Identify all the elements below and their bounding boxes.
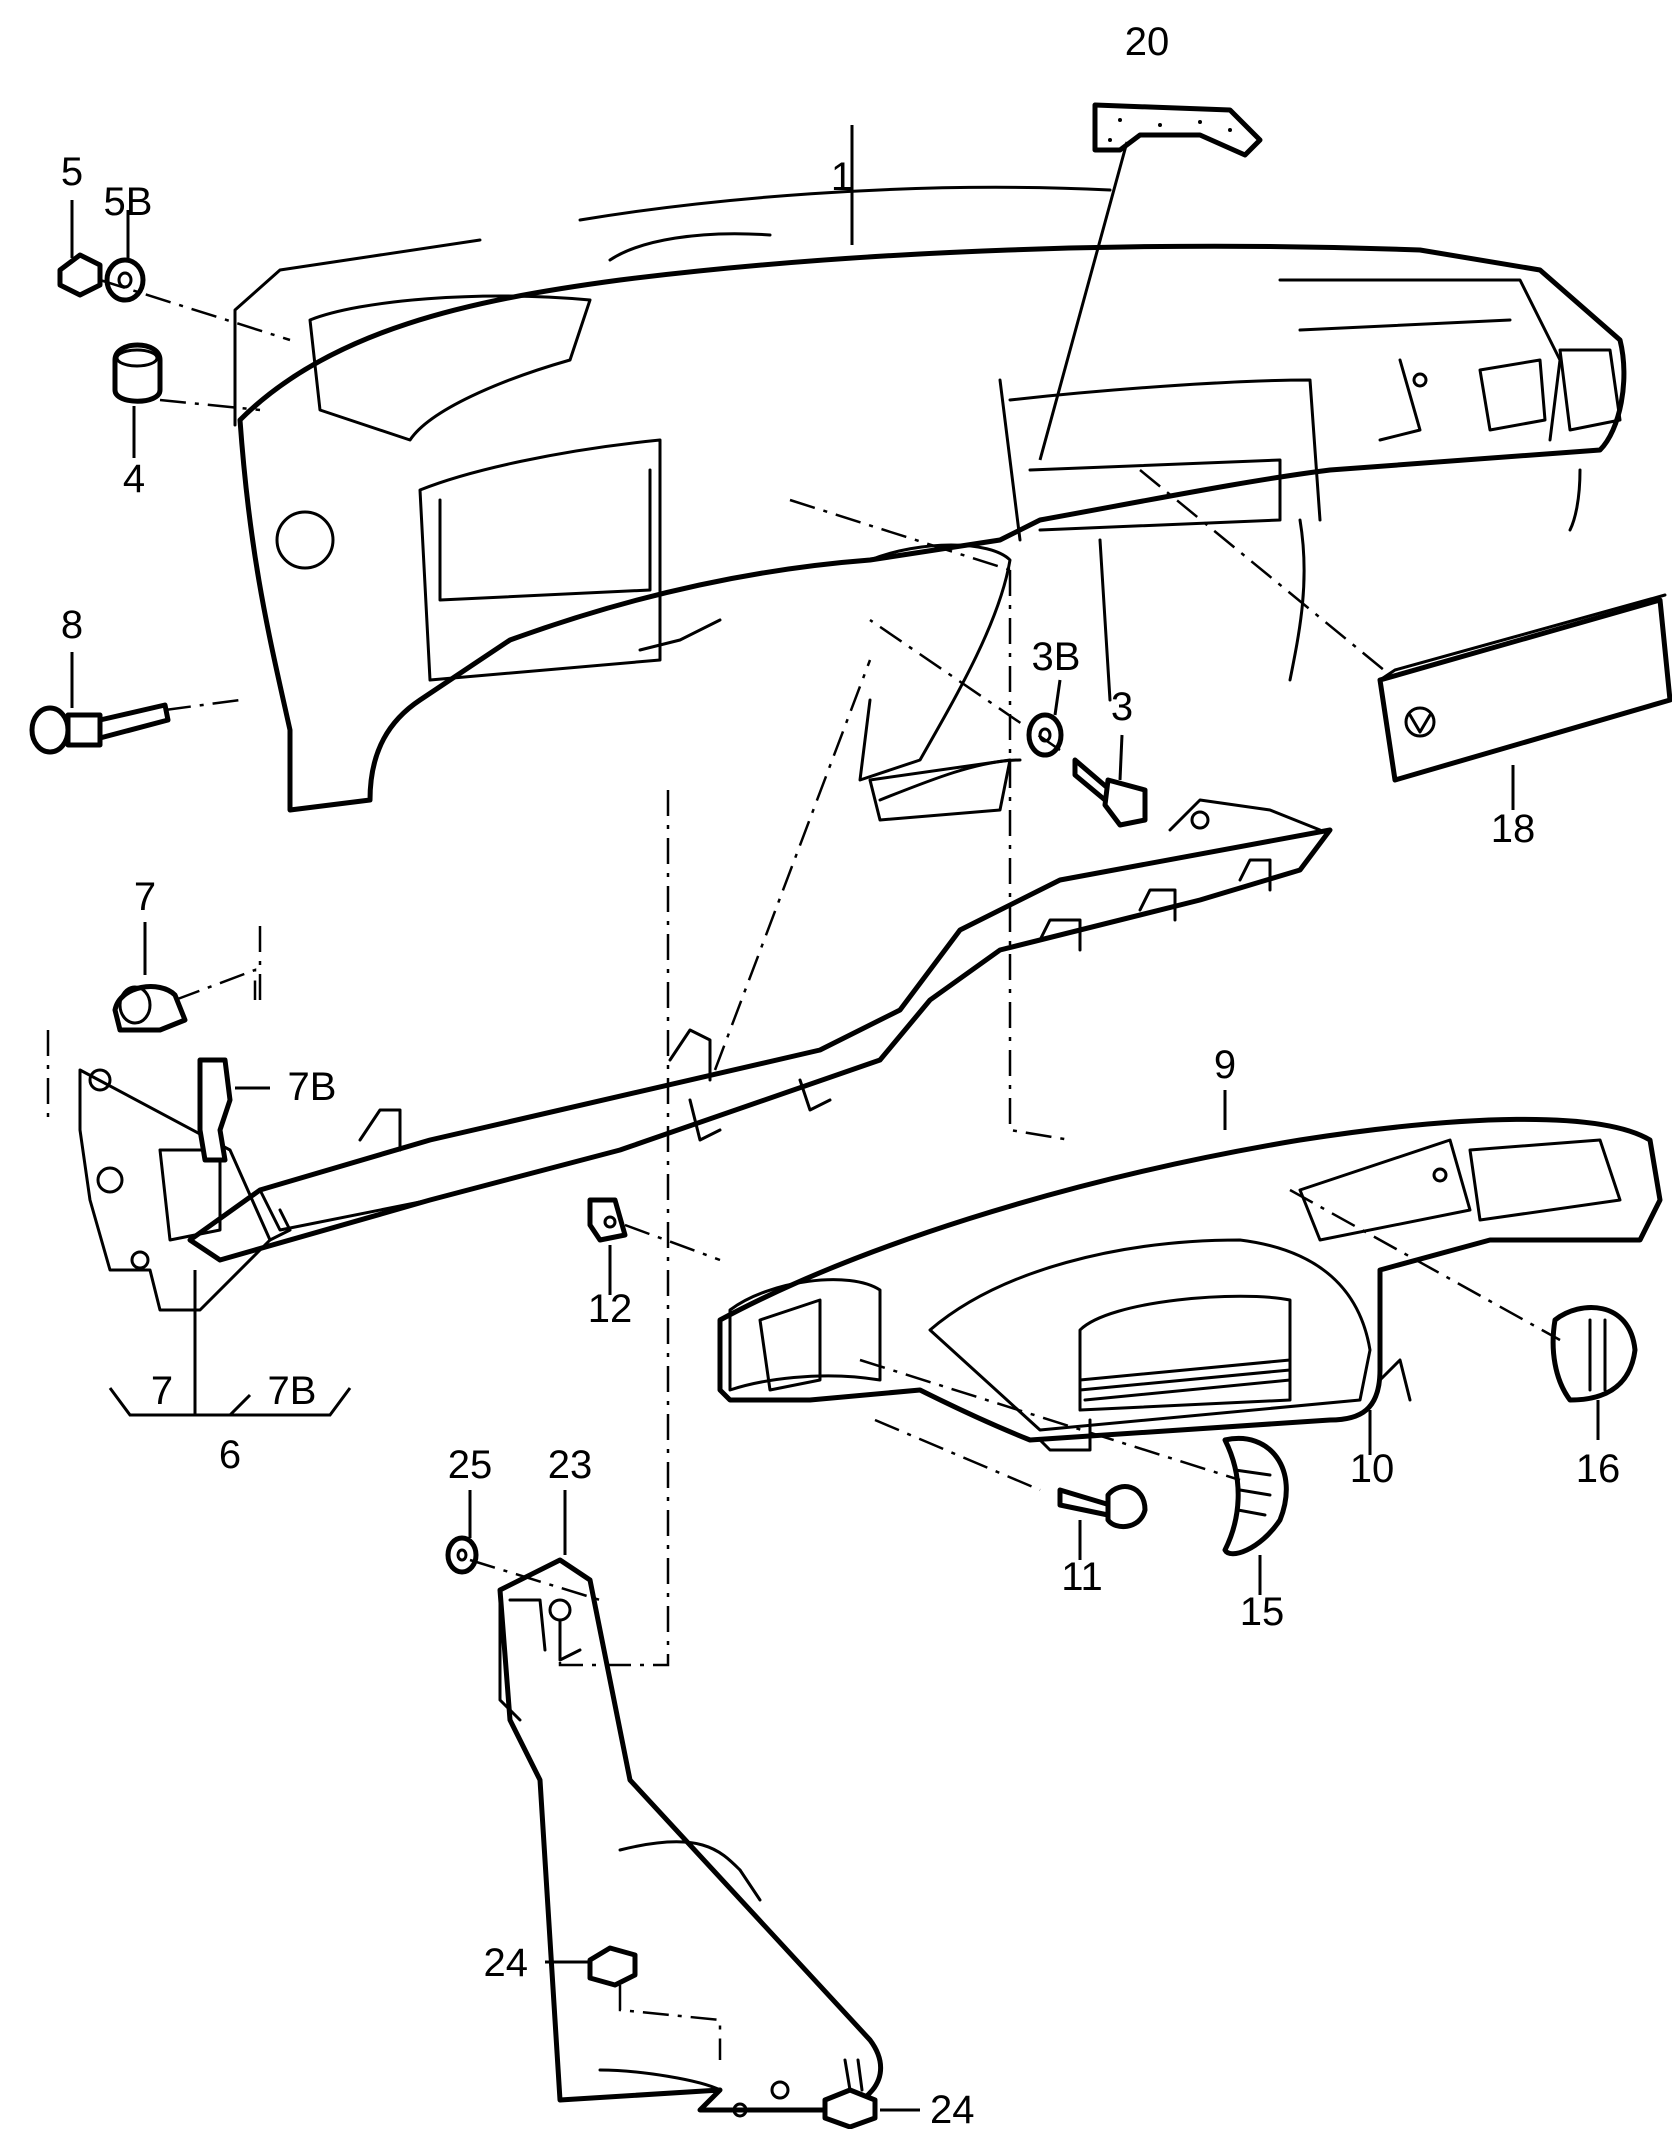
callout-12: 12 <box>588 1287 633 1331</box>
dashboard-panel <box>233 185 1627 822</box>
callout-labels: 1 20 5 5B 4 8 7 7B 7 7B 6 3B 3 18 9 12 1… <box>61 20 1620 2129</box>
callout-16: 16 <box>1576 1447 1621 1491</box>
part-3b-washer <box>1026 712 1064 758</box>
dash-lines <box>46 278 1561 2060</box>
callout-10: 10 <box>1350 1447 1395 1491</box>
callout-24-upper: 24 <box>484 1941 529 1985</box>
part-9-instrument-housing <box>717 1116 1663 1452</box>
callout-5: 5 <box>61 150 83 194</box>
part-18-cover <box>1377 593 1672 783</box>
part-12-clip-nut <box>587 1197 628 1243</box>
part-7-clip <box>112 984 188 1033</box>
part-4-clip <box>112 342 163 404</box>
part-25-washer <box>445 1535 479 1575</box>
callout-7b: 7B <box>288 1065 337 1109</box>
callout-3b: 3B <box>1032 635 1081 679</box>
part-23-support-bracket <box>497 1557 884 2118</box>
callout-9: 9 <box>1214 1043 1236 1087</box>
part-5-nut <box>57 252 103 298</box>
callout-3: 3 <box>1111 685 1133 729</box>
callout-23: 23 <box>548 1443 593 1487</box>
callout-15: 15 <box>1240 1590 1285 1634</box>
leader-lines <box>70 125 1600 2112</box>
callout-25: 25 <box>448 1443 493 1487</box>
callout-1: 1 <box>831 155 853 199</box>
callout-7b-bottom: 7B <box>268 1369 317 1413</box>
part-6-crossmember <box>78 798 1333 1312</box>
part-5b-washer <box>104 257 146 303</box>
callout-5b: 5B <box>104 180 153 224</box>
callout-20: 20 <box>1125 20 1170 64</box>
callout-8: 8 <box>61 603 83 647</box>
callout-4: 4 <box>123 457 145 501</box>
part-11-screw <box>1057 1484 1148 1530</box>
part-8-bolt <box>29 702 171 755</box>
part-15-vent <box>1222 1436 1289 1557</box>
part-7b-bracket <box>197 1057 233 1163</box>
part-3-screw <box>1072 757 1148 828</box>
callout-6: 6 <box>219 1433 241 1477</box>
callout-24-lower: 24 <box>930 2088 975 2129</box>
part-20-insert <box>1092 102 1263 158</box>
callout-7: 7 <box>134 875 156 919</box>
part-16-vent <box>1550 1305 1638 1403</box>
part-24-nut-lower <box>822 2058 878 2129</box>
callout-11: 11 <box>1061 1555 1103 1599</box>
part-24-nut-upper <box>587 1945 638 1988</box>
callout-18: 18 <box>1491 807 1536 851</box>
callout-7-bottom: 7 <box>151 1369 173 1413</box>
